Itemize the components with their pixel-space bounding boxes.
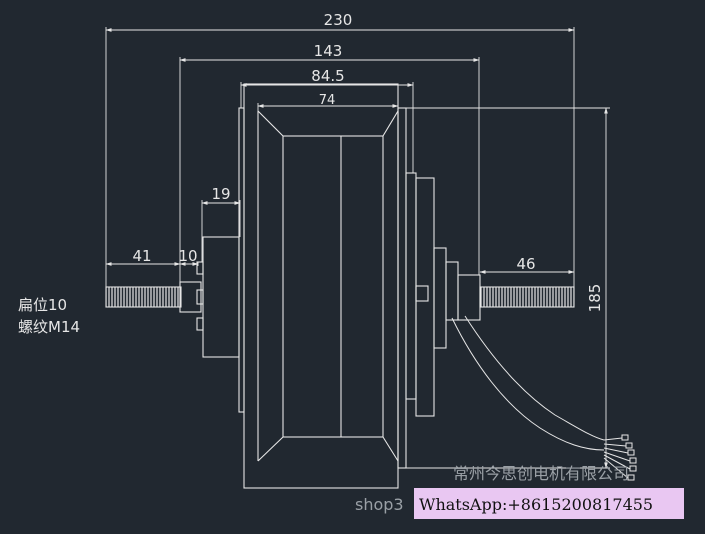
dim-label-19: 19 bbox=[211, 185, 230, 203]
motor-body bbox=[105, 83, 575, 489]
dimension-lines bbox=[105, 27, 610, 469]
contact-text: WhatsApp:+8615200817455 bbox=[419, 495, 653, 514]
tire-tread bbox=[282, 135, 384, 438]
motor-cable bbox=[451, 315, 637, 481]
dim-label-185: 185 bbox=[586, 284, 604, 313]
dim-label-84-5: 84.5 bbox=[311, 67, 344, 85]
dim-label-230: 230 bbox=[324, 11, 353, 29]
right-cover bbox=[397, 107, 407, 469]
watermark-company: 常州今思创电机有限公司 bbox=[453, 464, 629, 483]
dim-label-74: 74 bbox=[319, 93, 336, 108]
right-axle-thread bbox=[479, 286, 575, 308]
dim-label-10: 10 bbox=[178, 247, 197, 265]
left-bearing-block bbox=[202, 236, 240, 358]
note-thread-spec: 螺纹M14 bbox=[18, 318, 80, 336]
hub-shell bbox=[243, 83, 399, 489]
dim-label-143: 143 bbox=[314, 42, 343, 60]
dim-label-46: 46 bbox=[516, 255, 535, 273]
left-flange bbox=[238, 107, 245, 413]
contact-banner bbox=[414, 488, 684, 519]
note-flat-spec: 扁位10 bbox=[18, 296, 67, 314]
watermark-shop: shop3 bbox=[355, 495, 404, 514]
dim-label-41: 41 bbox=[132, 247, 151, 265]
left-axle-thread bbox=[105, 286, 182, 308]
